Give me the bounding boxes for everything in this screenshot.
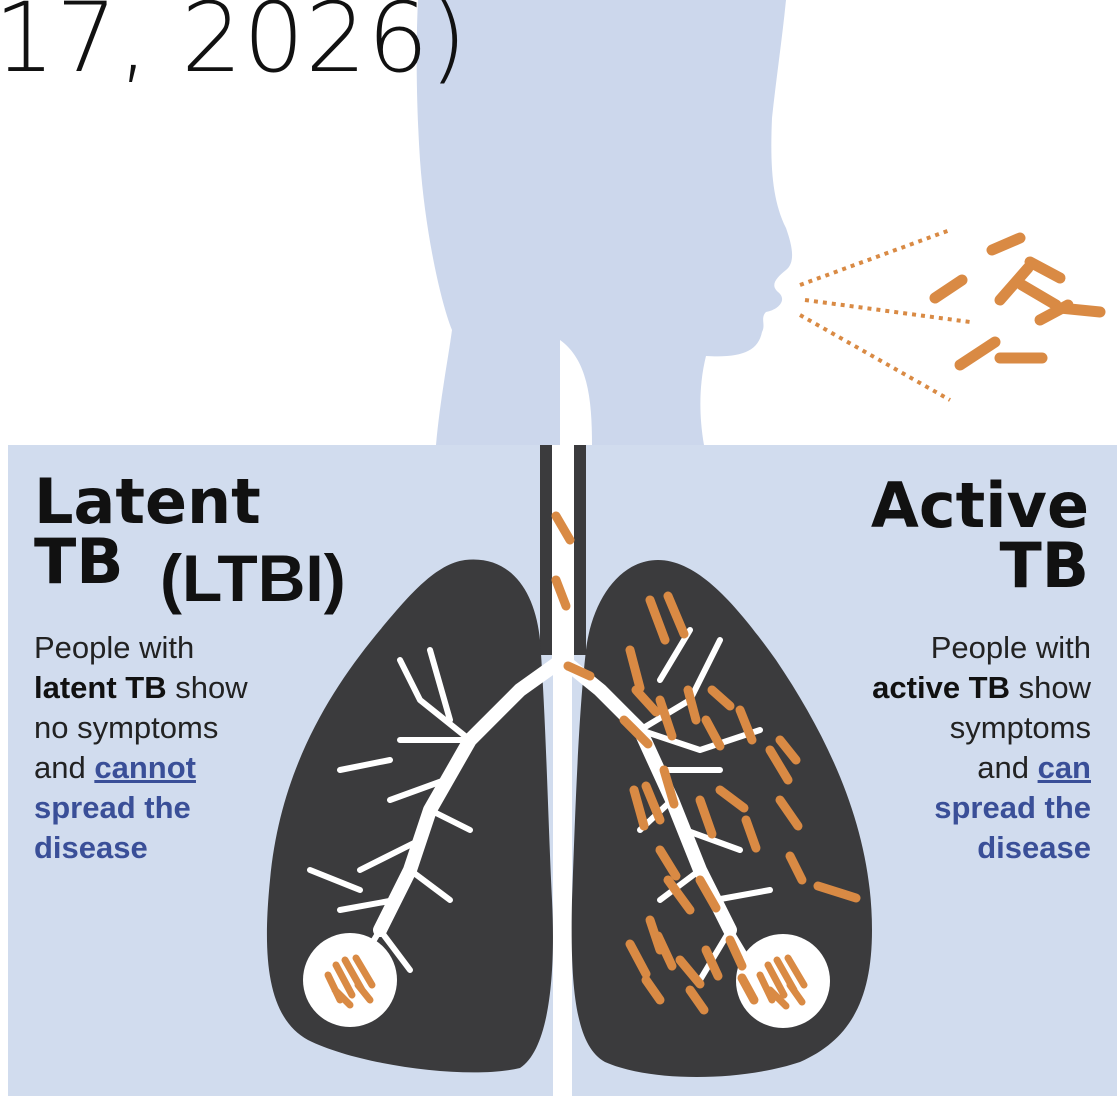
active-desc-line5: spread the xyxy=(872,788,1091,828)
latent-cannot-link: cannot xyxy=(94,750,196,785)
active-desc-line3: symptoms xyxy=(872,708,1091,748)
active-title-line2: TB xyxy=(871,536,1089,596)
active-title-line1: Active xyxy=(871,476,1089,536)
latent-desc-line4-pre: and xyxy=(34,750,94,785)
active-desc-line2: active TB show xyxy=(872,668,1091,708)
active-desc-line2-rest: show xyxy=(1010,670,1091,705)
active-desc-line1: People with xyxy=(872,628,1091,668)
active-desc-line6: disease xyxy=(872,828,1091,868)
latent-desc-line2-rest: show xyxy=(167,670,248,705)
latent-desc-bold: latent TB xyxy=(34,670,167,705)
latent-tb-description: People with latent TB show no symptoms a… xyxy=(34,628,248,868)
active-desc-line4-pre: and xyxy=(977,750,1037,785)
latent-desc-line1: People with xyxy=(34,628,248,668)
ltbi-label: (LTBI) xyxy=(160,540,346,616)
latent-granuloma xyxy=(303,933,397,1027)
active-tb-description: People with active TB show symptoms and … xyxy=(872,628,1091,868)
latent-desc-line4: and cannot xyxy=(34,748,248,788)
latent-desc-line3: no symptoms xyxy=(34,708,248,748)
active-tb-title: Active TB xyxy=(871,476,1089,596)
active-can-link: can xyxy=(1038,750,1091,785)
page-heading-fragment: 17, 2026) xyxy=(0,0,468,94)
active-desc-bold: active TB xyxy=(872,670,1010,705)
active-granuloma xyxy=(736,934,830,1028)
active-desc-line4: and can xyxy=(872,748,1091,788)
latent-desc-line6: disease xyxy=(34,828,248,868)
latent-desc-line2: latent TB show xyxy=(34,668,248,708)
latent-title-line1: Latent xyxy=(34,472,261,532)
latent-desc-line5: spread the xyxy=(34,788,248,828)
head-silhouette xyxy=(417,0,792,445)
